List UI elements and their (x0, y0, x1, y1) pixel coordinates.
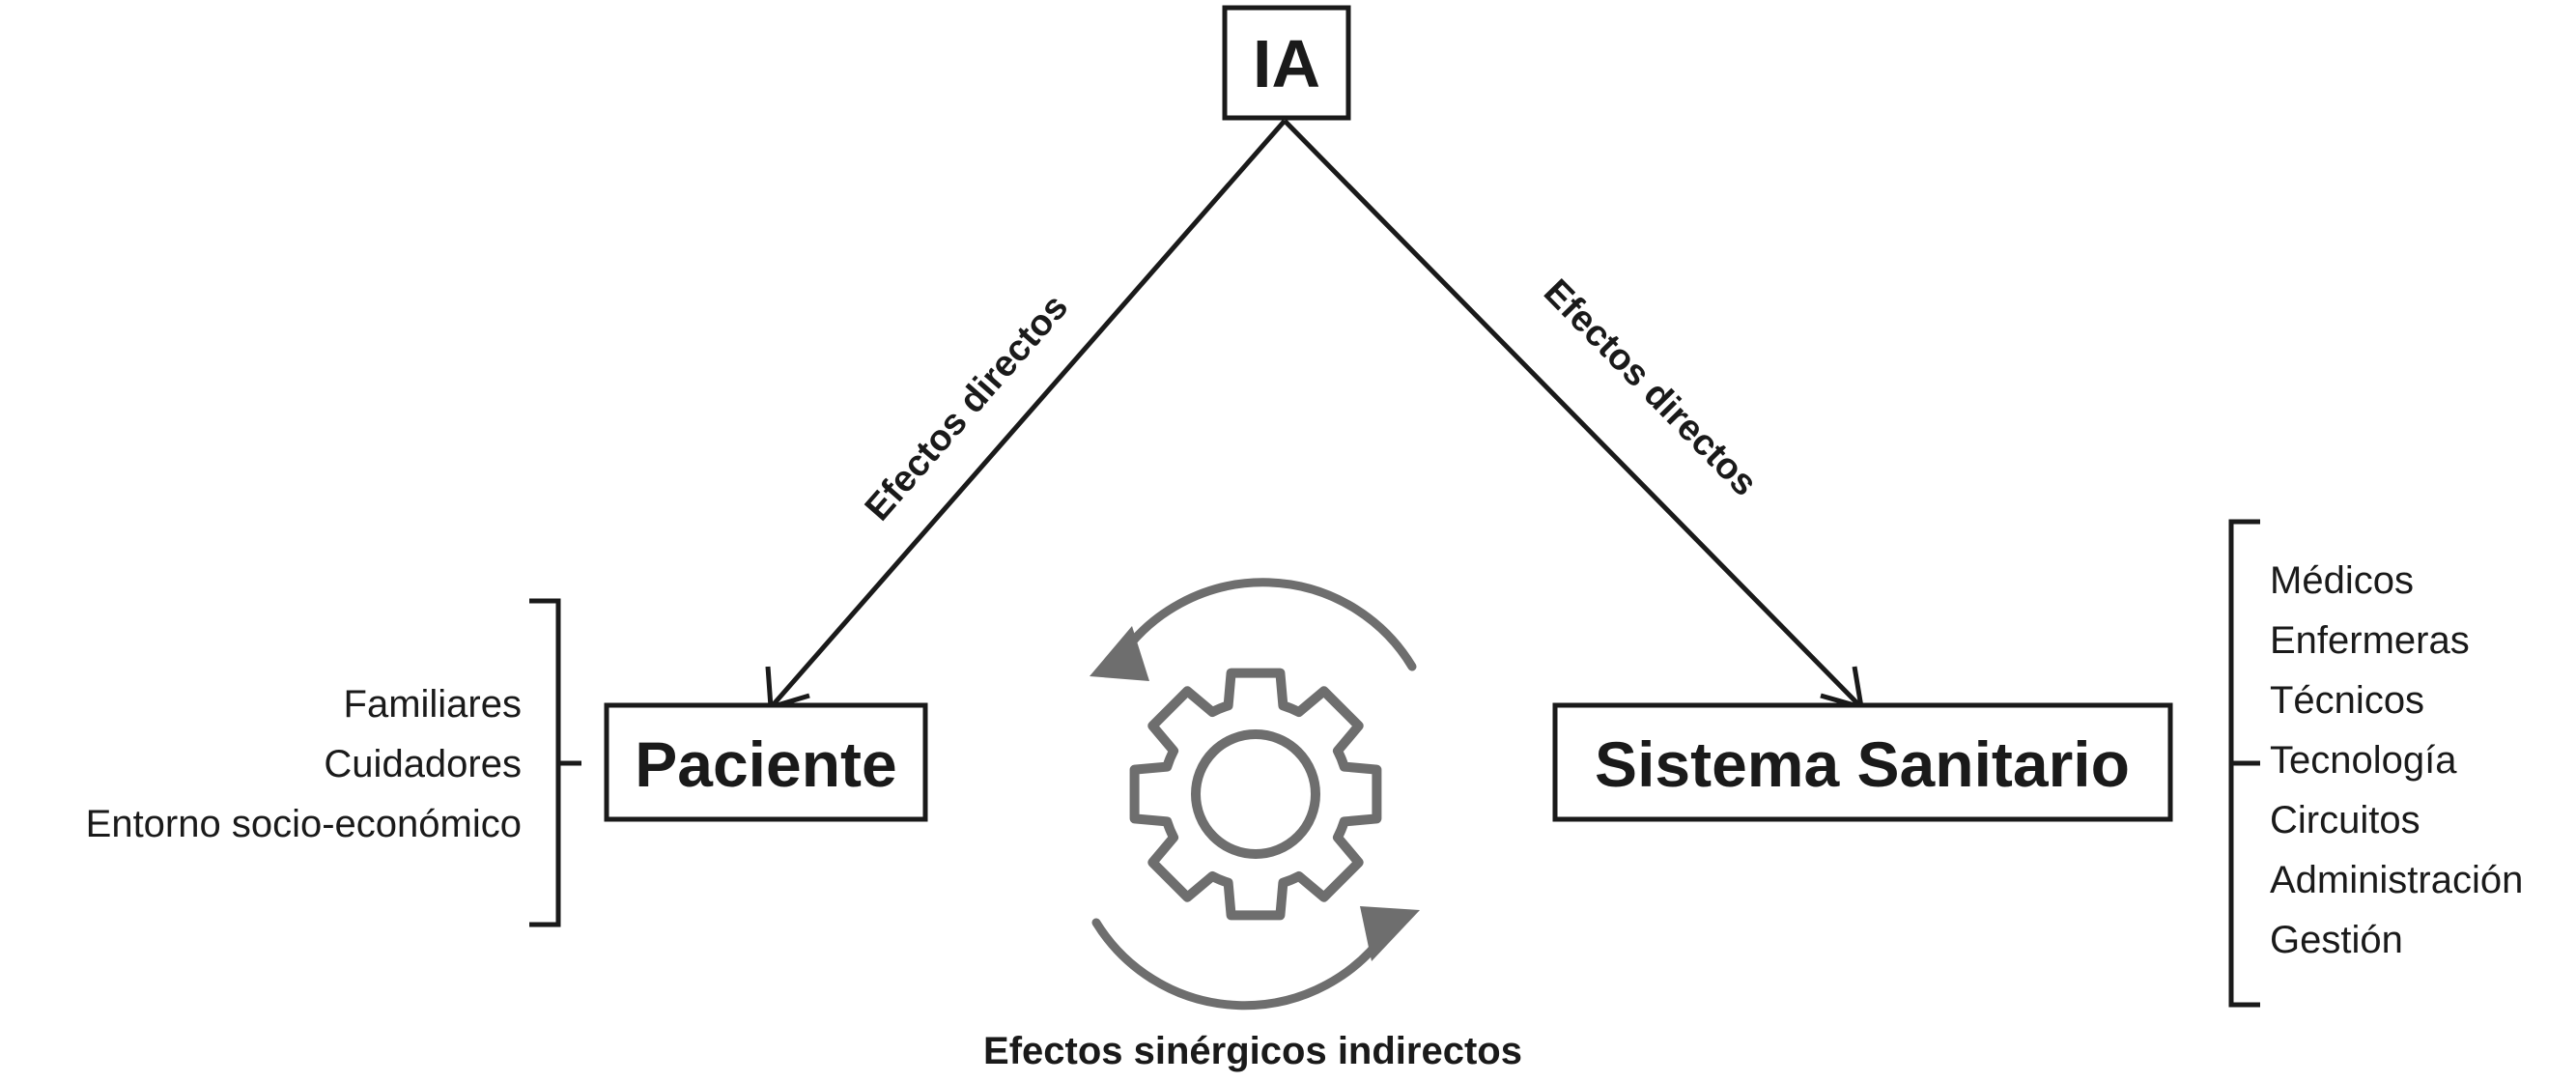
list-item: Circuitos (2270, 799, 2420, 841)
arrow-ia-to-paciente (771, 119, 1287, 707)
health-system-list: Médicos Enfermeras Técnicos Tecnología C… (2270, 559, 2523, 961)
list-item: Médicos (2270, 559, 2414, 602)
list-item: Tecnología (2270, 739, 2457, 782)
gear-icon (1129, 668, 1382, 921)
sistema-sanitario-label: Sistema Sanitario (1595, 728, 2130, 800)
list-item: Enfermeras (2270, 619, 2470, 662)
ia-label: IA (1253, 26, 1320, 101)
node-ia: IA (1222, 5, 1351, 121)
patient-factors-bracket (529, 598, 581, 927)
paciente-label: Paciente (635, 728, 896, 800)
caption: Efectos sinérgicos indirectos (983, 1030, 1522, 1072)
list-item: Familiares (344, 683, 522, 726)
health-system-bracket (2228, 519, 2260, 1008)
arrow-ia-to-sistema (1283, 119, 1861, 707)
list-item: Técnicos (2270, 679, 2424, 722)
patient-factors-list: Familiares Cuidadores Entorno socio-econ… (86, 683, 522, 845)
list-item: Administración (2270, 859, 2523, 901)
list-item: Gestión (2270, 919, 2403, 961)
edge-label-right: Efectos directos (1536, 271, 1765, 503)
gear-cycle-icon (1090, 578, 1420, 1011)
node-paciente: Paciente (604, 702, 928, 822)
edge-label-left: Efectos directos (858, 287, 1076, 528)
list-item: Cuidadores (324, 743, 522, 785)
node-sistema-sanitario: Sistema Sanitario (1552, 702, 2173, 822)
list-item: Entorno socio-económico (86, 803, 522, 845)
